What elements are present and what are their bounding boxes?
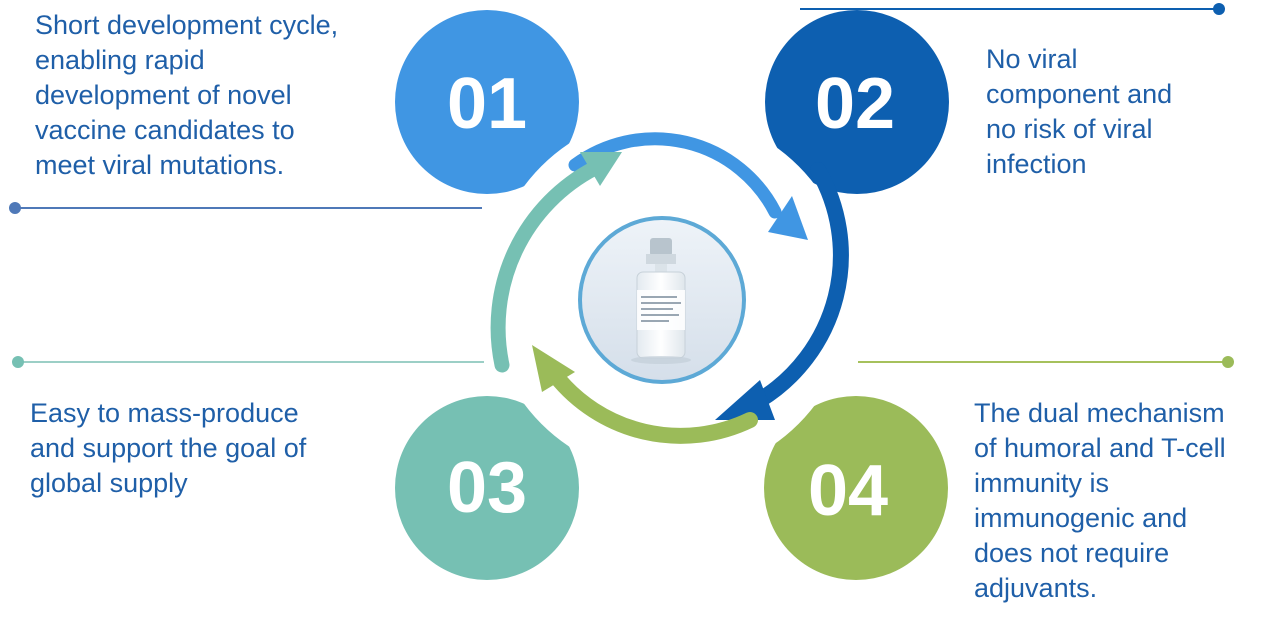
step-number-4: 04 (808, 451, 888, 531)
vaccine-vial-icon (578, 216, 746, 384)
step-number-1: 01 (447, 64, 527, 144)
description-line: The dual mechanism (974, 398, 1225, 428)
description-line: development of novel (35, 80, 292, 110)
step-circle-1 (395, 10, 579, 194)
description-line: immunogenic and (974, 503, 1188, 533)
description-line: Short development cycle, (35, 10, 339, 40)
description-line: of humoral and T-cell (974, 433, 1226, 463)
description-line: vaccine candidates to (35, 115, 295, 145)
description-line: and support the goal of (30, 433, 307, 463)
description-line: meet viral mutations. (35, 150, 285, 180)
arrow-4-to-3 (532, 345, 758, 444)
description-line: enabling rapid (35, 45, 205, 75)
arrow-3-to-1 (490, 152, 622, 373)
description-line: does not require (974, 538, 1170, 568)
step-4-description: The dual mechanism of humoral and T-cell… (974, 396, 1226, 606)
step-2-description: No viral component and no risk of viral … (986, 42, 1172, 182)
step-circle-2 (765, 10, 949, 194)
description-line: global supply (30, 468, 188, 498)
connector-line-3 (12, 356, 484, 368)
description-line: infection (986, 149, 1087, 179)
connector-line-4 (858, 356, 1234, 368)
description-line: adjuvants. (974, 573, 1098, 603)
connector-line-2 (800, 3, 1225, 15)
description-line: component and (986, 79, 1173, 109)
step-number-2: 02 (815, 64, 895, 144)
step-3-description: Easy to mass-produce and support the goa… (30, 396, 306, 501)
connector-line-1 (9, 202, 482, 214)
step-1-description: Short development cycle, enabling rapid … (35, 8, 338, 183)
step-circle-4 (764, 396, 948, 580)
arrow-2-to-4 (715, 162, 849, 420)
step-number-3: 03 (447, 448, 527, 528)
description-line: immunity is (974, 468, 1110, 498)
description-line: No viral (986, 44, 1078, 74)
step-circle-3 (395, 396, 579, 580)
description-line: no risk of viral (986, 114, 1153, 144)
arrow-1-to-2 (568, 132, 808, 240)
description-line: Easy to mass-produce (30, 398, 299, 428)
